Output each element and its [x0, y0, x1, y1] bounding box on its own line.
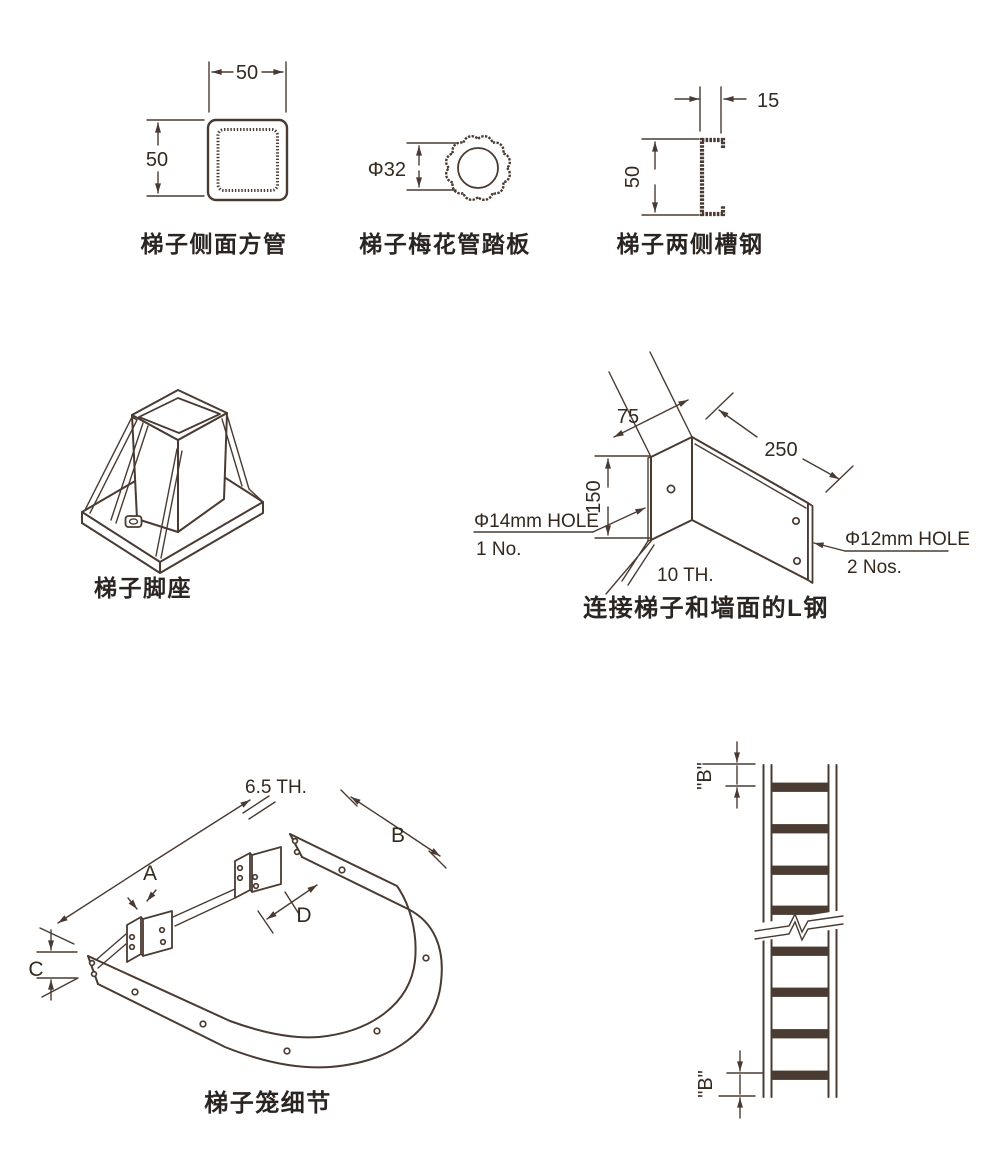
square-tube-width-dim-label: 50: [236, 62, 258, 84]
bracket-hole-small-qty: 2 Nos.: [847, 557, 902, 578]
bracket-hole-large-qty: 1 No.: [476, 539, 521, 560]
square-tube-dimensions: 50 50: [146, 61, 287, 197]
ladder-dimensions: "B" "B": [694, 741, 764, 1119]
cage-caption: 梯子笼细节: [204, 1089, 332, 1117]
bracket-height-dim-label: 150: [583, 480, 605, 513]
cage-dimensions: A 6.5 TH. B D C: [28, 777, 447, 1001]
cage-projection-lines: [95, 888, 236, 969]
bracket-hole-small-label: Φ12mm HOLE: [845, 529, 970, 550]
cage-clamp-left: [126, 910, 173, 963]
wall-bracket-plates: [647, 436, 814, 584]
cage-dim-c-label: C: [28, 958, 43, 981]
cage-clamp-middle: [234, 846, 282, 899]
channel-width-dim-label: 15: [757, 90, 779, 112]
bracket-hole-14mm: [666, 484, 676, 494]
channel-dimensions: 15 50: [622, 86, 779, 216]
ladder-top-spacing-dim-label: "B": [694, 762, 716, 790]
channel-outline: [699, 137, 726, 217]
square-tube-height-dim-label: 50: [146, 149, 168, 171]
plum-tube-caption: 梯子梅花管踏板: [359, 231, 531, 257]
bracket-hole-12mm-lower: [792, 556, 802, 566]
cage-dim-b-label: B: [391, 824, 405, 847]
cage-hoop-holes: [88, 837, 430, 1055]
figure-plum-tube-section: Φ32 梯子梅花管踏板: [359, 134, 531, 257]
foot-base-gussets: [84, 414, 263, 559]
bracket-flange-dim-label: 75: [617, 406, 639, 428]
figure-wall-bracket: 75 150 250 Φ14mm HOLE 1 No. Φ12mm HOLE 2…: [473, 351, 970, 622]
figure-foot-base: 梯子脚座: [81, 389, 264, 601]
figure-square-tube-section: 50 50 梯子侧面方管: [141, 61, 289, 257]
foot-base-column: [131, 389, 228, 533]
ladder-rungs: [771, 782, 829, 1080]
channel-height-dim-label: 50: [622, 166, 644, 188]
square-tube-outline: [206, 118, 289, 202]
bracket-hole-large-label: Φ14mm HOLE: [474, 511, 599, 532]
cage-thickness-label: 6.5 TH.: [245, 777, 307, 798]
bracket-hole-12mm-upper: [791, 516, 801, 526]
cage-hoop-band: [87, 833, 443, 1069]
plum-tube-dimensions: Φ32: [368, 142, 457, 191]
channel-caption: 梯子两侧槽钢: [617, 231, 764, 257]
ladder-bottom-spacing-dim-label: "B": [695, 1070, 717, 1098]
figure-cage-detail: A 6.5 TH. B D C 梯子笼细节: [28, 777, 447, 1117]
wall-bracket-caption: 连接梯子和墙面的L钢: [583, 594, 829, 622]
bracket-length-dim-label: 250: [764, 439, 797, 461]
figure-ladder-elevation: "B" "B": [694, 741, 844, 1119]
foot-base-caption: 梯子脚座: [94, 575, 192, 601]
foot-base-anchor-hole: [124, 515, 143, 528]
cage-dim-d-label: D: [296, 904, 311, 927]
figure-channel-section: 15 50 梯子两侧槽钢: [617, 86, 779, 257]
cage-dim-a-label: A: [143, 862, 157, 885]
plum-tube-outline: [444, 134, 512, 202]
wall-bracket-dimensions: 75 150 250 Φ14mm HOLE 1 No. Φ12mm HOLE 2…: [473, 351, 970, 595]
plum-tube-diameter-dim-label: Φ32: [368, 159, 406, 181]
bracket-thickness-label: 10 TH.: [657, 565, 714, 586]
ladder-break-symbol: [754, 910, 844, 942]
square-tube-caption: 梯子侧面方管: [141, 231, 288, 257]
